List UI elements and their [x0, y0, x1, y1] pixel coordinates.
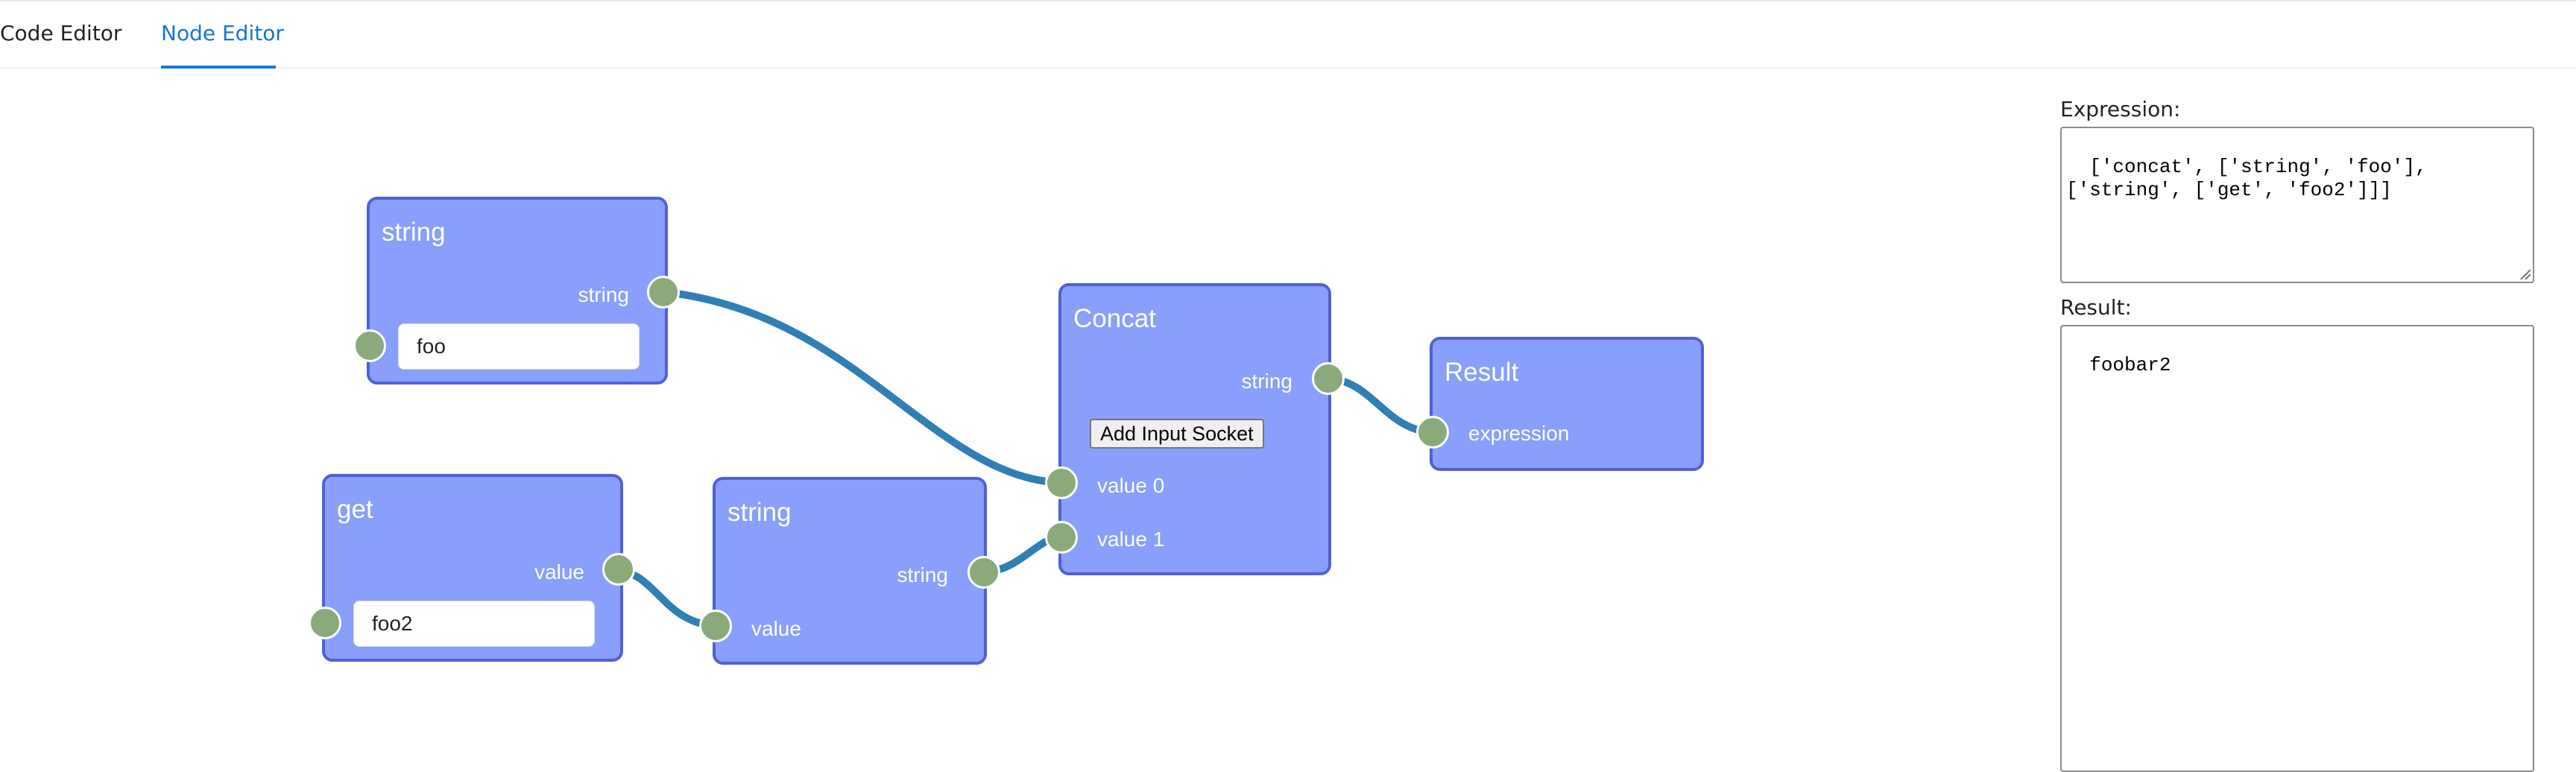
output-label: string	[1241, 370, 1292, 393]
node-title: get	[337, 495, 373, 524]
expression-textarea[interactable]: ['concat', ['string', 'foo'], ['string',…	[2060, 127, 2534, 283]
top-divider	[0, 0, 2576, 1]
node-string-value[interactable]: string string value	[713, 477, 987, 665]
result-value: foobar2	[2089, 354, 2171, 376]
input-label-value-1: value 1	[1097, 528, 1165, 551]
resize-grip-icon[interactable]	[2518, 267, 2531, 280]
node-editor-canvas[interactable]: string string foo get value foo2 string …	[0, 0, 2012, 680]
result-textarea[interactable]: foobar2	[2060, 325, 2534, 772]
input-socket-get[interactable]	[309, 607, 341, 639]
input-socket-value-0[interactable]	[1045, 466, 1078, 499]
input-socket-value-1[interactable]	[1045, 521, 1078, 554]
input-label: expression	[1468, 422, 1570, 445]
result-label: Result:	[2060, 295, 2132, 320]
connection-concat-to-result[interactable]	[1325, 375, 1436, 436]
node-result[interactable]: Result expression	[1430, 337, 1704, 471]
node-title: Concat	[1073, 304, 1156, 333]
get-key-input[interactable]: foo2	[353, 601, 595, 647]
output-socket-string[interactable]	[647, 276, 680, 309]
node-get[interactable]: get value foo2	[322, 474, 623, 662]
node-title: string	[727, 498, 792, 527]
output-label: string	[897, 563, 948, 586]
node-concat[interactable]: Concat string Add Input Socket value 0 v…	[1058, 283, 1331, 575]
output-socket-string[interactable]	[1312, 362, 1345, 395]
expression-value: ['concat', ['string', 'foo'], ['string',…	[2066, 156, 2427, 201]
expression-label: Expression:	[2060, 97, 2181, 121]
add-input-socket-button[interactable]: Add Input Socket	[1090, 419, 1264, 449]
output-socket-string[interactable]	[967, 556, 1000, 589]
active-tab-indicator	[161, 66, 276, 69]
node-title: Result	[1445, 358, 1519, 387]
output-socket-value[interactable]	[602, 553, 635, 586]
tab-node-editor[interactable]: Node Editor	[161, 21, 284, 45]
input-socket-expression[interactable]	[1416, 416, 1449, 449]
output-label: value	[534, 560, 584, 583]
input-label-value-0: value 0	[1097, 474, 1165, 497]
tab-code-editor[interactable]: Code Editor	[0, 21, 122, 45]
input-socket-value[interactable]	[699, 610, 732, 642]
tab-bar: Code Editor Node Editor	[0, 0, 2576, 69]
connection-string-to-value0[interactable]	[661, 288, 1065, 487]
output-label: string	[578, 283, 629, 306]
input-label: value	[751, 617, 801, 640]
input-socket-string[interactable]	[353, 329, 386, 362]
node-string-foo[interactable]: string string foo	[367, 197, 668, 385]
node-title: string	[382, 218, 446, 247]
string-value-input[interactable]: foo	[398, 323, 640, 370]
